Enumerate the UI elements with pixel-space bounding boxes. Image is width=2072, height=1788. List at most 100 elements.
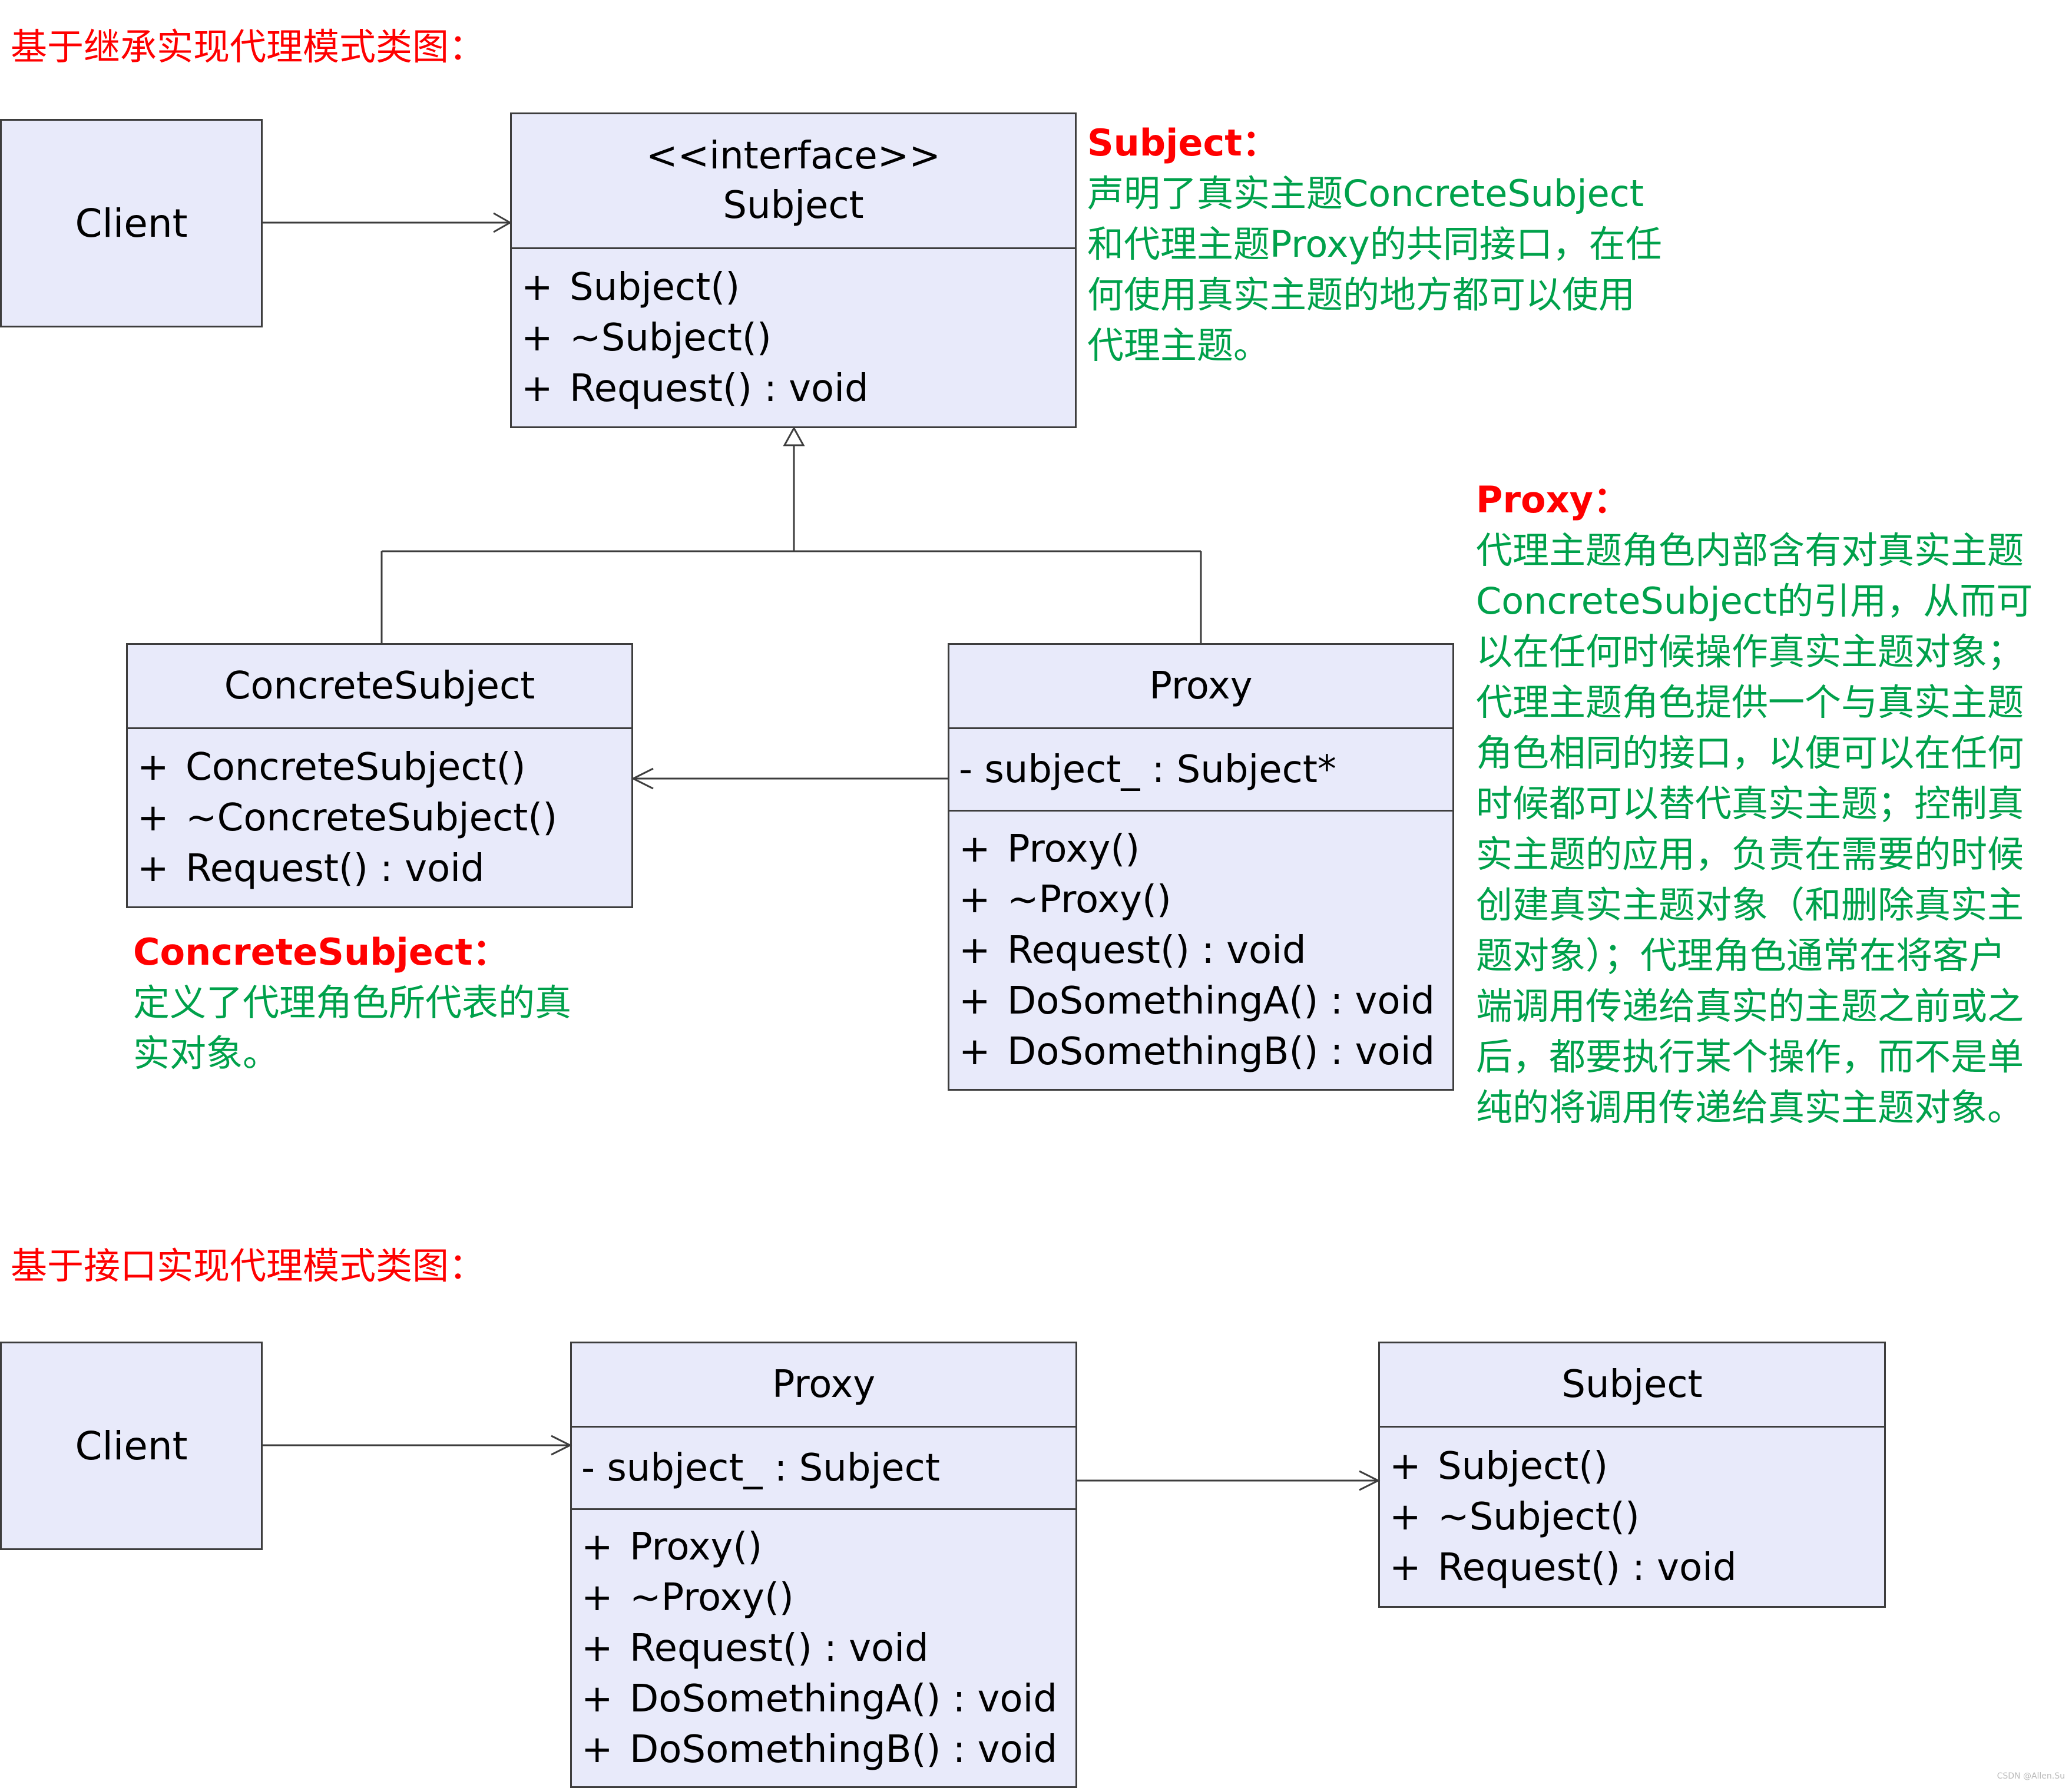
operation-signature: DoSomethingB() : void — [630, 1727, 1058, 1772]
note-line: 代理主题角色内部含有对真实主题 — [1476, 529, 2024, 572]
proxy-note-title: Proxy： — [1476, 478, 1630, 521]
operation-row: + Request() : void — [959, 925, 1452, 976]
operation-row: + ~ConcreteSubject() — [137, 793, 631, 843]
note-line: 创建真实主题对象（和删除真实主 — [1476, 883, 2024, 926]
operation-signature: Proxy() — [630, 1525, 763, 1569]
visibility-marker: + — [959, 928, 991, 972]
client-class-bottom[interactable]: Client — [0, 1342, 263, 1550]
visibility-marker: + — [959, 827, 991, 871]
note-line: 后，都要执行某个操作，而不是单 — [1476, 1035, 2024, 1078]
operation-row: +~Proxy() — [581, 1572, 1075, 1623]
subject-name-section: Subject — [1380, 1343, 1884, 1426]
operation-row: +Proxy() — [959, 824, 1452, 875]
note-line: 以在任何时候操作真实主题对象； — [1476, 630, 2024, 673]
note-line: 定义了代理角色所代表的真 — [133, 981, 572, 1024]
subject-stereotype: <<interface>> — [646, 134, 941, 178]
visibility-marker: + — [581, 1727, 613, 1772]
operation-row: + Request() : void — [137, 843, 631, 894]
note-line: 实对象。 — [133, 1032, 280, 1075]
proxy-operations-section: +Proxy() + ~Proxy() + Request() : void + Do… — [949, 810, 1452, 1089]
operation-signature: ~ConcreteSubject() — [186, 796, 558, 840]
inheritance-diagram-heading: 基于继承实现代理模式类图： — [11, 25, 486, 68]
operation-signature: Subject() — [1438, 1444, 1608, 1488]
visibility-marker: + — [959, 1029, 991, 1074]
proxy-concrete-association — [631, 767, 948, 790]
operation-row: + ConcreteSubject() — [137, 742, 631, 793]
proxy-operations-section: +Proxy() +~Proxy() +Request() : void +Do… — [572, 1508, 1075, 1786]
operation-row: + DoSomethingB() : void — [959, 1027, 1452, 1077]
proxy-subject-association — [1077, 1470, 1381, 1491]
operation-signature: Request() : void — [630, 1626, 929, 1670]
operation-signature: ConcreteSubject() — [186, 745, 526, 789]
operation-signature: Request() : void — [1438, 1545, 1737, 1590]
attribute-signature: - subject_ : Subject — [581, 1446, 940, 1490]
operation-row: + ~Proxy() — [959, 875, 1452, 925]
visibility-marker: + — [959, 878, 991, 922]
concrete-subject-name-section: ConcreteSubject — [128, 645, 631, 727]
concrete-subject-class[interactable]: ConcreteSubject + ConcreteSubject() + ~Con… — [126, 643, 633, 908]
note-line: 时候都可以替代真实主题；控制真 — [1476, 782, 2024, 825]
operation-row: + DoSomethingB() : void — [581, 1724, 1075, 1775]
subject-class-name: Subject — [723, 184, 864, 227]
subject-interface-class[interactable]: <<interface>> Subject +Subject() +~Subje… — [510, 112, 1077, 428]
operation-row: + Request() : void — [1389, 1542, 1884, 1593]
subject-note-title: Subject： — [1087, 121, 1279, 164]
proxy-class[interactable]: Proxy - subject_ : Subject* +Proxy() + ~P… — [948, 643, 1454, 1091]
visibility-marker: + — [581, 1626, 613, 1670]
proxy-name-section: Proxy — [949, 645, 1452, 727]
operation-signature: ~Proxy() — [1007, 878, 1171, 922]
concrete-subject-note-title: ConcreteSubject： — [133, 931, 509, 974]
watermark: CSDN @Allen.Su — [1997, 1772, 2065, 1781]
note-line: 端调用传递给真实的主题之前或之 — [1476, 985, 2024, 1028]
visibility-marker: + — [137, 745, 169, 789]
operation-row: + Proxy() — [581, 1522, 1075, 1572]
visibility-marker: + — [1389, 1495, 1421, 1539]
proxy-attributes-section: - subject_ : Subject — [572, 1426, 1075, 1508]
operation-signature: DoSomethingA() : void — [630, 1677, 1057, 1721]
note-line: 纯的将调用传递给真实主题对象。 — [1476, 1086, 2024, 1129]
visibility-marker: + — [521, 316, 553, 360]
interface-diagram-heading: 基于接口实现代理模式类图： — [11, 1244, 486, 1287]
operation-row: + DoSomethingA() : void — [959, 976, 1452, 1027]
note-line: 实主题的应用，负责在需要的时候 — [1476, 833, 2024, 876]
operation-signature: DoSomethingA() : void — [1007, 979, 1435, 1023]
subject-operations-section: +Subject() +~Subject() +Request() : void — [512, 247, 1075, 426]
proxy-class-bottom[interactable]: Proxy - subject_ : Subject +Proxy() +~Pr… — [570, 1342, 1077, 1788]
note-line: 代理主题。 — [1087, 324, 1270, 367]
operation-row: +DoSomethingA() : void — [581, 1674, 1075, 1724]
operation-row: + Request() : void — [521, 363, 1075, 414]
visibility-marker: + — [521, 265, 553, 309]
visibility-marker: + — [137, 796, 169, 840]
operation-row: +Subject() — [1389, 1441, 1884, 1492]
subject-class-name: Subject — [1561, 1363, 1703, 1406]
visibility-marker: + — [959, 979, 991, 1023]
operation-signature: ~Subject() — [1438, 1495, 1640, 1539]
proxy-note: Proxy： 代理主题角色内部含有对真实主题 ConcreteSubject的引… — [1476, 475, 2033, 1133]
operation-signature: Request() : void — [1007, 928, 1306, 972]
note-line: 声明了真实主题ConcreteSubject — [1087, 172, 1644, 215]
operation-signature: Request() : void — [186, 846, 485, 890]
operation-signature: Request() : void — [570, 366, 869, 410]
concrete-subject-note: ConcreteSubject： 定义了代理角色所代表的真 实对象。 — [133, 927, 571, 1079]
operation-row: + Subject() — [521, 262, 1075, 313]
client-subject-association — [263, 212, 512, 233]
operation-signature: DoSomethingB() : void — [1007, 1029, 1435, 1074]
concrete-subject-class-name: ConcreteSubject — [224, 664, 535, 708]
visibility-marker: + — [1389, 1545, 1421, 1590]
subject-class-bottom[interactable]: Subject +Subject() + ~Subject() + Request(… — [1378, 1342, 1886, 1608]
operation-signature: ~Proxy() — [630, 1575, 794, 1620]
visibility-marker: + — [581, 1525, 613, 1569]
proxy-attributes-section: - subject_ : Subject* — [949, 727, 1452, 810]
visibility-marker: + — [521, 366, 553, 410]
client-proxy-association — [263, 1435, 572, 1456]
note-line: 何使用真实主题的地方都可以使用 — [1087, 273, 1636, 316]
client-class-name: Client — [75, 200, 188, 246]
client-class-name: Client — [75, 1423, 188, 1469]
note-line: 角色相同的接口，以便可以在任何 — [1476, 731, 2024, 774]
client-class[interactable]: Client — [0, 119, 263, 327]
visibility-marker: + — [137, 846, 169, 890]
note-line: 代理主题角色提供一个与真实主题 — [1476, 681, 2024, 724]
subject-note: Subject： 声明了真实主题ConcreteSubject 和代理主题Pro… — [1087, 118, 1662, 371]
operation-signature: Subject() — [570, 265, 740, 309]
